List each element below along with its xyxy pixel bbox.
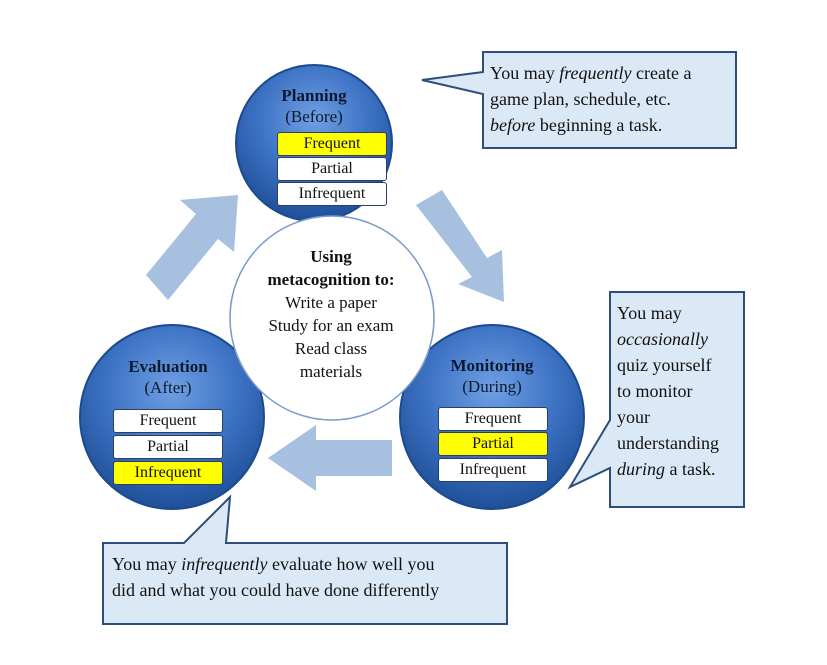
callout-planning-box bbox=[421, 51, 737, 149]
center-circle bbox=[229, 215, 435, 421]
center-item: Read class bbox=[294, 339, 368, 358]
callout-text-part: create a bbox=[631, 63, 692, 83]
callout-evaluation-line2: did and what you could have done differe… bbox=[112, 580, 440, 600]
evaluation-title: Evaluation bbox=[128, 357, 208, 376]
callout-text-part: evaluate how well you bbox=[267, 554, 435, 574]
center-heading-line2: metacognition to: bbox=[267, 270, 395, 289]
monitoring-title: Monitoring bbox=[450, 356, 534, 375]
callout-monitoring-line6: understanding bbox=[617, 433, 719, 453]
planning-subtitle: (Before) bbox=[285, 107, 343, 126]
callout-emphasis: infrequently bbox=[181, 554, 268, 574]
callout-monitoring-line2: occasionally bbox=[617, 326, 743, 352]
callout-monitoring-line1: You may bbox=[617, 303, 682, 323]
callout-text-part: a task. bbox=[665, 459, 716, 479]
planning-title: Planning bbox=[281, 86, 347, 105]
callout-monitoring-line7: during a task. bbox=[617, 456, 743, 482]
evaluation-option-partial: Partial bbox=[113, 435, 223, 459]
callout-text-part: beginning a task. bbox=[535, 115, 663, 135]
callout-evaluation-line1: You may infrequently evaluate how well y… bbox=[112, 551, 504, 577]
center-item: Write a paper bbox=[285, 293, 377, 312]
callout-emphasis: before bbox=[490, 115, 536, 135]
planning-option-partial: Partial bbox=[277, 157, 387, 181]
evaluation-label: Evaluation (After) bbox=[108, 357, 228, 399]
callout-monitoring-box bbox=[567, 291, 745, 508]
callout-emphasis: during bbox=[617, 459, 666, 479]
monitoring-option-frequent: Frequent bbox=[438, 407, 548, 431]
evaluation-callout-clip bbox=[104, 605, 506, 623]
callout-planning-line3: before beginning a task. bbox=[490, 112, 734, 138]
callout-text-part: You may bbox=[112, 554, 182, 574]
arrow-monitoring-to-evaluation bbox=[268, 425, 392, 491]
callout-planning-line2: game plan, schedule, etc. bbox=[490, 89, 671, 109]
monitoring-subtitle: (During) bbox=[462, 377, 522, 396]
center-heading-line1: Using bbox=[310, 247, 352, 266]
callout-planning-line1: You may frequently create a bbox=[490, 60, 734, 86]
callout-monitoring-line5: your bbox=[617, 407, 650, 427]
monitoring-option-partial: Partial bbox=[438, 432, 548, 456]
center-item: Study for an exam bbox=[268, 316, 394, 335]
arrow-evaluation-to-planning bbox=[146, 195, 238, 300]
evaluation-option-infrequent: Infrequent bbox=[113, 461, 223, 485]
monitoring-label: Monitoring (During) bbox=[432, 356, 552, 398]
planning-option-frequent: Frequent bbox=[277, 132, 387, 156]
evaluation-option-frequent: Frequent bbox=[113, 409, 223, 433]
planning-label: Planning (Before) bbox=[254, 86, 374, 128]
center-content: Using metacognition to: Write a paper St… bbox=[236, 245, 426, 383]
callout-monitoring-line3: quiz yourself bbox=[617, 355, 712, 375]
callout-planning-text: You may frequently create a game plan, s… bbox=[490, 60, 734, 138]
callout-emphasis: occasionally bbox=[617, 329, 708, 349]
callout-text-part: You may bbox=[490, 63, 560, 83]
planning-option-infrequent: Infrequent bbox=[277, 182, 387, 206]
callout-monitoring-text: You may occasionally quiz yourself to mo… bbox=[617, 300, 743, 482]
evaluation-subtitle: (After) bbox=[144, 378, 192, 397]
monitoring-option-infrequent: Infrequent bbox=[438, 458, 548, 482]
callout-emphasis: frequently bbox=[559, 63, 632, 83]
center-item: materials bbox=[299, 362, 363, 381]
callout-evaluation-text: You may infrequently evaluate how well y… bbox=[112, 551, 504, 603]
callout-monitoring-line4: to monitor bbox=[617, 381, 693, 401]
callout-evaluation-box bbox=[102, 494, 508, 625]
arrow-planning-to-monitoring bbox=[416, 190, 504, 302]
